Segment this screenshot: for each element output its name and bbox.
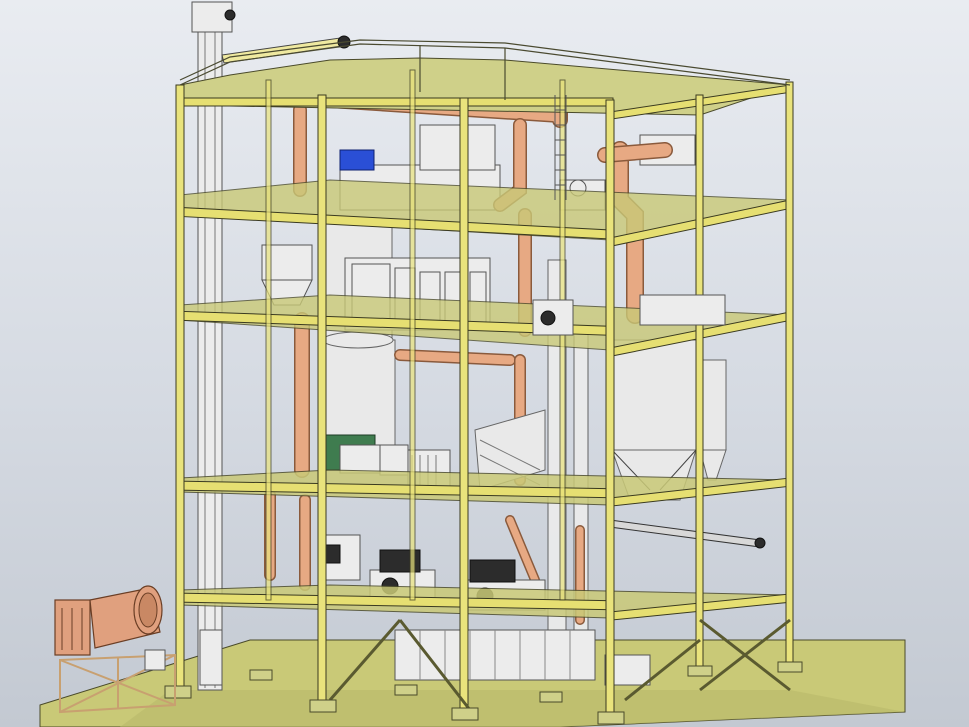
bucket-elevator-left	[191, 1, 236, 691]
ground-slab-shadow	[120, 690, 905, 727]
cyclone	[532, 294, 726, 336]
roof-handrail	[179, 39, 791, 100]
hammer-mill	[319, 534, 361, 581]
front-beams	[177, 97, 614, 611]
screw-conveyor-right	[609, 519, 766, 549]
cross-braces	[328, 618, 791, 711]
dust-collector	[611, 339, 727, 501]
silo-main	[321, 219, 396, 461]
column-footings	[164, 661, 803, 725]
rotary-dryer	[54, 585, 223, 714]
ladders	[554, 95, 567, 200]
